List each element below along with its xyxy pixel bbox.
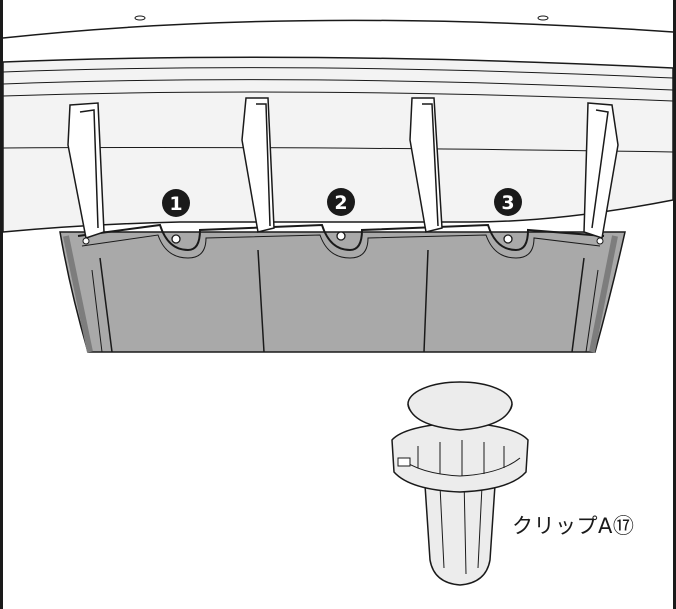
clip-hole-2 <box>336 231 346 241</box>
bumper-molding-line-1 <box>2 67 674 79</box>
frame-right-border <box>673 0 676 609</box>
clip-hole-3 <box>503 234 513 244</box>
bumper-hole-left <box>134 15 146 21</box>
panel-corner-hole-right <box>596 237 604 245</box>
callout-3-number: 3 <box>501 192 514 214</box>
clip-collar <box>391 421 529 493</box>
bumper-molding-line-3 <box>2 91 674 102</box>
under-cover-inner-edge <box>81 234 601 259</box>
clip-hole-1 <box>171 234 181 244</box>
panel-corner-hole-left <box>82 237 90 245</box>
under-cover-top-edge <box>77 223 605 252</box>
frame-left-border <box>0 0 3 609</box>
clip-label: クリップA⑰ <box>512 514 635 538</box>
callout-1: 1 <box>162 189 190 217</box>
under-cover-rim <box>63 235 618 353</box>
bumper-ribs <box>67 97 619 353</box>
bumper-molding-line-2 <box>2 79 674 91</box>
callout-3: 3 <box>494 188 522 216</box>
callout-1-number: 1 <box>169 193 182 215</box>
bumper-upper-edge <box>2 19 674 39</box>
callout-2: 2 <box>327 188 355 216</box>
clip-leg <box>423 469 497 586</box>
bumper-hole-right <box>537 15 549 21</box>
callout-2-number: 2 <box>334 192 347 214</box>
clip-illustration <box>391 381 529 586</box>
